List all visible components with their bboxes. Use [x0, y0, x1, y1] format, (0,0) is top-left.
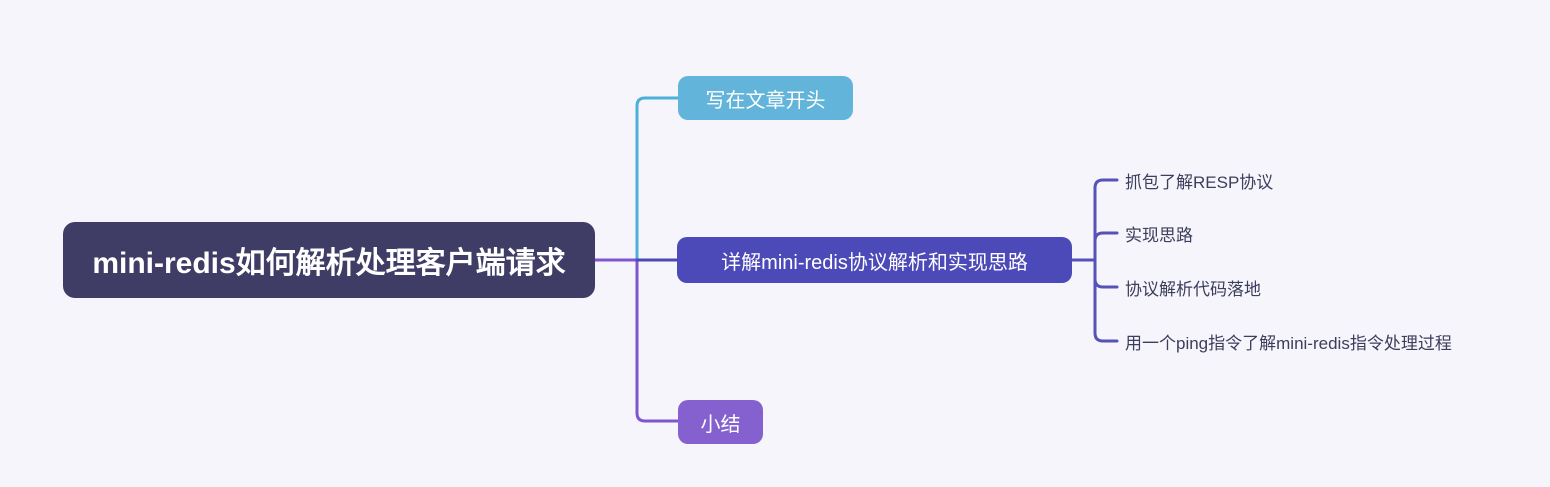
edge-detail-to-leaf-4: [1093, 258, 1119, 343]
edge-detail-to-leaf-1: [1093, 178, 1119, 262]
branch-topic-summary[interactable]: 小结: [678, 400, 763, 444]
branch-topic-detail[interactable]: 详解mini-redis协议解析和实现思路: [677, 237, 1072, 283]
leaf-topic-resp-protocol[interactable]: 抓包了解RESP协议: [1125, 172, 1274, 192]
leaf-topic-protocol-parsing-code[interactable]: 协议解析代码落地: [1125, 279, 1261, 299]
edge-detail-to-leaf-3: [1093, 258, 1119, 289]
branch-topic-opening[interactable]: 写在文章开头: [678, 76, 853, 120]
edge-root-to-summary: [593, 258, 681, 423]
edge-detail-to-leaf-2: [1093, 231, 1119, 262]
leaf-topic-implementation-idea[interactable]: 实现思路: [1125, 225, 1193, 245]
leaf-topic-ping-command-flow[interactable]: 用一个ping指令了解mini-redis指令处理过程: [1125, 333, 1452, 353]
edge-root-to-opening: [635, 96, 681, 262]
root-topic[interactable]: mini-redis如何解析处理客户端请求: [63, 222, 595, 298]
